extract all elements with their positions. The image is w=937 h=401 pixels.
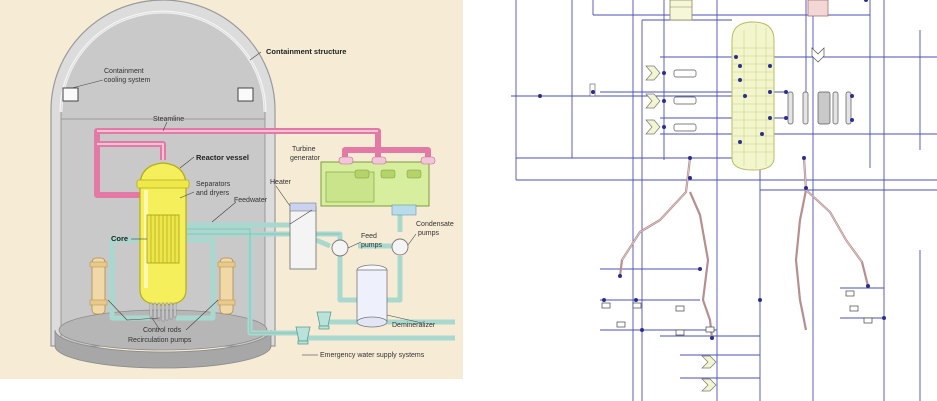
label-turbine-line1: Turbine: [292, 146, 316, 153]
label-feed-pumps-line1: Feed: [361, 233, 377, 240]
label-emergency-water: Emergency water supply systems: [320, 352, 425, 359]
label-condensate-line2: pumps: [418, 230, 440, 237]
label-steamline: Steamline: [153, 116, 184, 123]
heater: [290, 203, 316, 269]
recirculation-pump-right: [218, 258, 235, 314]
distillation-column: [732, 22, 774, 170]
containment-cooling-unit-left: [63, 88, 78, 101]
label-core: Core: [111, 234, 128, 243]
label-feed-pumps-line2: pumps: [361, 242, 383, 249]
recirculation-pump-left: [90, 258, 107, 314]
condensate-pump: [392, 239, 408, 255]
heat-exchanger-top-right: [812, 48, 824, 62]
process-pipes: [620, 158, 868, 338]
label-containment-cooling-line1: Containment: [104, 68, 144, 75]
bwr-reactor-diagram: Containment structure Containment coolin…: [0, 0, 463, 379]
label-separators-line2: and dryers: [196, 190, 230, 197]
bottom-chevrons: [702, 356, 716, 391]
schematic-grid-lines: [516, 0, 920, 401]
turbine-generator: [321, 157, 435, 215]
reactor-vessel: [137, 163, 189, 321]
label-separators-line1: Separators: [196, 181, 231, 188]
label-recirculation-pumps: Recirculation pumps: [128, 337, 192, 344]
label-heater: Heater: [270, 179, 292, 186]
feed-pump: [332, 240, 348, 256]
top-vessel-left: [670, 0, 692, 20]
label-control-rods: Control rods: [143, 327, 182, 334]
label-turbine-line2: generator: [290, 155, 321, 162]
containment-cooling-unit-right: [238, 88, 253, 101]
top-vessel-right: [808, 0, 828, 16]
demineralizer: [357, 265, 387, 327]
junction-dots: [538, 0, 886, 340]
feed-valve: [590, 84, 595, 96]
label-reactor-vessel: Reactor vessel: [196, 153, 249, 162]
valves-left: [674, 70, 696, 131]
label-containment-cooling-line2: cooling system: [104, 77, 150, 84]
label-containment-structure: Containment structure: [266, 47, 346, 56]
heat-exchangers-left: [646, 66, 660, 134]
process-flow-schematic: [511, 0, 937, 401]
label-feedwater: Feedwater: [234, 197, 268, 204]
label-demineralizer: Demineralizer: [392, 322, 436, 329]
reboilers: [788, 92, 851, 124]
label-condensate-line1: Condensate: [416, 221, 454, 228]
